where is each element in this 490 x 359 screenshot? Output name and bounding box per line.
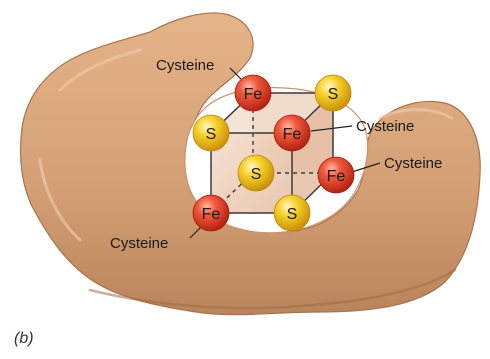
sulfur-atom: S [238,155,274,191]
cysteine-label-right-lower: Cysteine [384,155,442,172]
iron-atom: Fe [235,75,271,111]
iron-atom: Fe [274,115,310,151]
sulfur-atom: S [274,195,310,231]
cysteine-label-bottom: Cysteine [110,235,168,252]
iron-atom: Fe [318,157,354,193]
cysteine-label-top: Cysteine [156,57,214,74]
sulfur-atom: S [315,75,351,111]
sulfur-atom-label: S [251,166,262,183]
sulfur-atom-label: S [328,86,339,103]
sulfur-atom-label: S [206,126,217,143]
sulfur-atom: S [193,115,229,151]
iron-atom: Fe [193,195,229,231]
iron-atom-label: Fe [244,86,263,103]
cysteine-label-right-upper: Cysteine [356,118,414,135]
panel-label: (b) [14,330,34,348]
iron-atom-label: Fe [327,168,346,185]
sulfur-atom-label: S [287,206,298,223]
iron-atom-label: Fe [283,126,302,143]
iron-atom-label: Fe [202,206,221,223]
